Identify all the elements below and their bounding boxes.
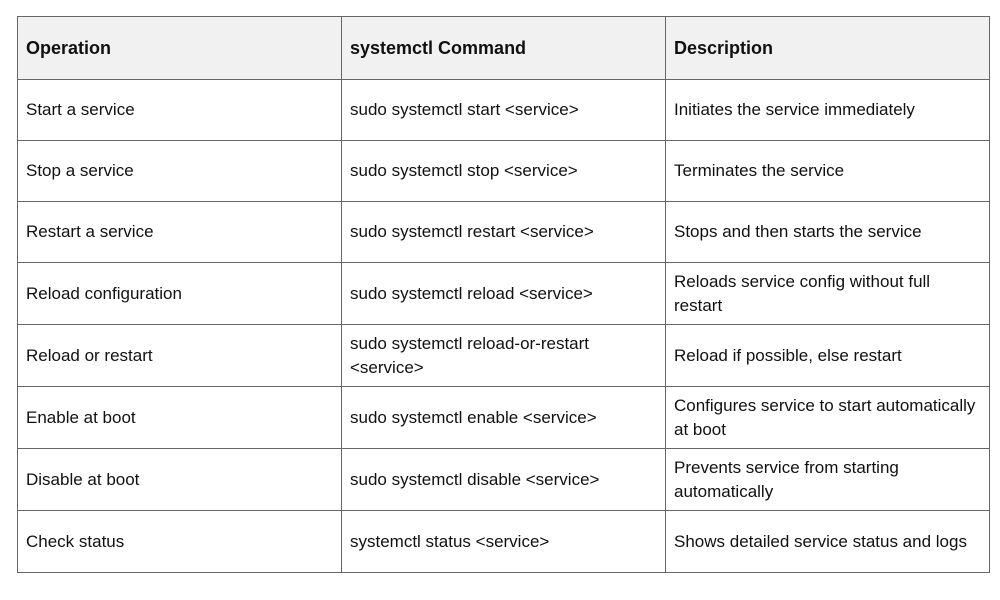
command-cell: sudo systemctl start <service> (341, 79, 666, 141)
operation-cell: Enable at boot (17, 386, 342, 449)
operation-cell: Restart a service (17, 201, 342, 263)
description-cell: Shows detailed service status and logs (665, 510, 990, 573)
description-cell: Initiates the service immediately (665, 79, 990, 141)
command-cell: sudo systemctl reload <service> (341, 262, 666, 325)
description-cell: Terminates the service (665, 140, 990, 202)
operation-cell: Disable at boot (17, 448, 342, 511)
header-description: Description (665, 16, 990, 80)
command-cell: sudo systemctl restart <service> (341, 201, 666, 263)
description-cell: Prevents service from starting automatic… (665, 448, 990, 511)
operation-cell: Check status (17, 510, 342, 573)
systemctl-table: Operation systemctl Command Description … (17, 16, 990, 573)
description-cell: Stops and then starts the service (665, 201, 990, 263)
header-command: systemctl Command (341, 16, 666, 80)
header-operation: Operation (17, 16, 342, 80)
operation-cell: Start a service (17, 79, 342, 141)
description-cell: Reload if possible, else restart (665, 324, 990, 387)
table-header-row: Operation systemctl Command Description (17, 16, 990, 80)
operation-cell: Reload configuration (17, 262, 342, 325)
operation-cell: Stop a service (17, 140, 342, 202)
command-cell: sudo systemctl stop <service> (341, 140, 666, 202)
command-cell: sudo systemctl disable <service> (341, 448, 666, 511)
command-cell: sudo systemctl enable <service> (341, 386, 666, 449)
description-cell: Reloads service config without full rest… (665, 262, 990, 325)
command-cell: systemctl status <service> (341, 510, 666, 573)
command-cell: sudo systemctl reload-or-restart <servic… (341, 324, 666, 387)
operation-cell: Reload or restart (17, 324, 342, 387)
description-cell: Configures service to start automaticall… (665, 386, 990, 449)
